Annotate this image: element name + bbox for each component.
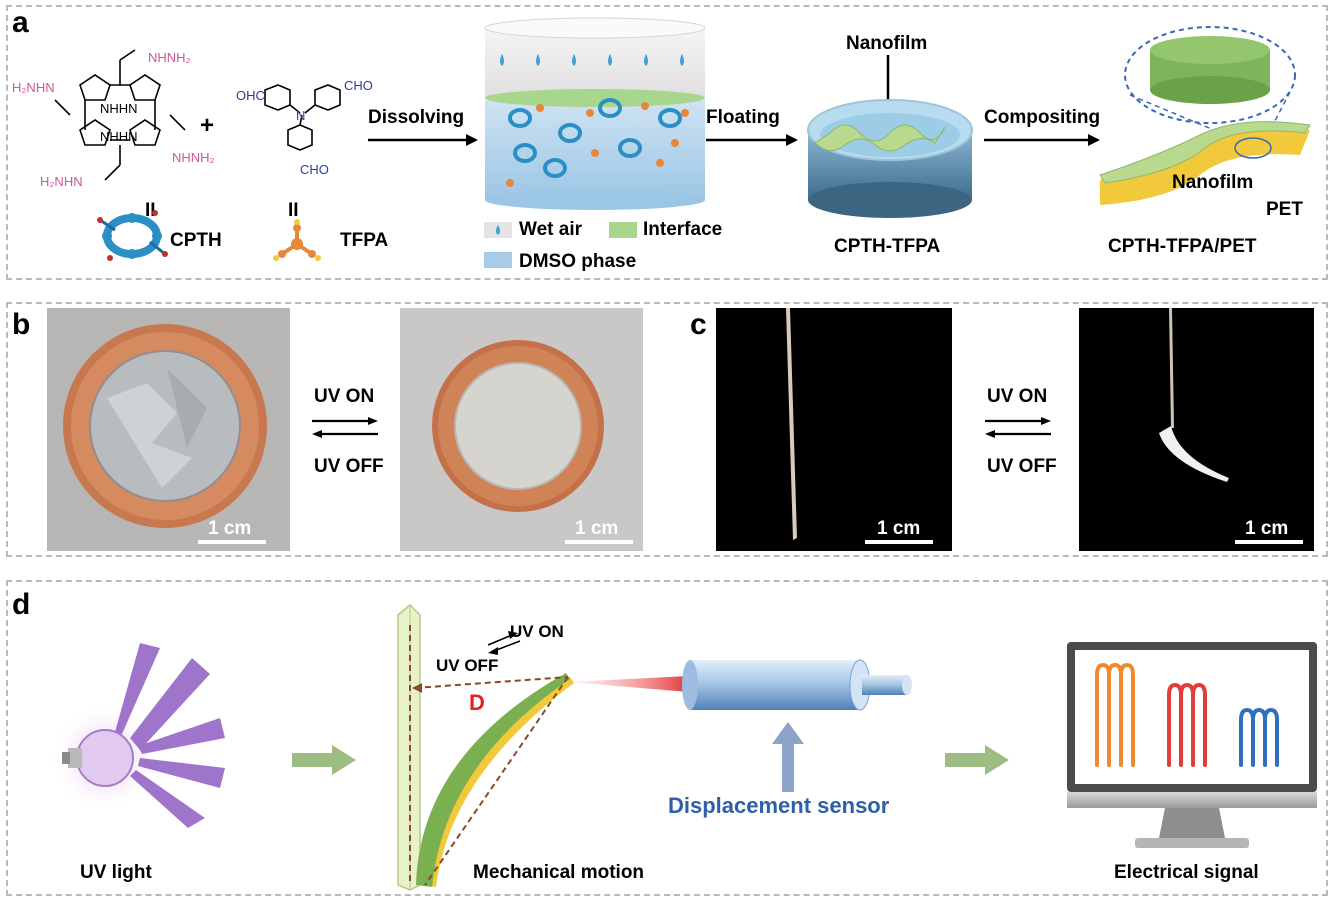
displacement-sensor-icon [570, 659, 912, 711]
electrical-signal-label: Electrical signal [1114, 862, 1259, 883]
scalebar-c-1-label: 1 cm [877, 518, 921, 539]
sensor-up-arrow [772, 722, 804, 792]
monomer-tfpa-label: TFPA [340, 230, 389, 251]
legend-interface-swatch [609, 222, 637, 238]
panel-label-b: b [12, 308, 31, 341]
displacement-sensor-label: Displacement sensor [668, 793, 890, 818]
flow-arrow-2 [945, 745, 1009, 775]
scalebar-b-2 [565, 540, 633, 544]
d-uv-on-label: UV ON [510, 622, 564, 641]
photo-b-uv-off [47, 308, 290, 551]
uv-light-label: UV light [80, 862, 152, 883]
actuator-illustration [397, 603, 574, 891]
composite-illustration [1099, 26, 1311, 205]
scalebar-c-1 [865, 540, 933, 544]
legend-dmso-swatch [484, 252, 512, 268]
chem-nhnh2-1: NHNH₂ [148, 50, 191, 65]
plus-sign: + [200, 112, 215, 139]
product-cpth-tfpa-label: CPTH-TFPA [834, 236, 941, 257]
nanofilm-side-label: Nanofilm [1172, 172, 1254, 193]
arrow-dissolving [368, 134, 478, 146]
tfpa-structure [264, 84, 341, 151]
legend-interface-label: Interface [643, 219, 723, 240]
equiv-mark-2: II [288, 200, 299, 221]
c-reversible-arrows [985, 417, 1051, 438]
mechanical-motion-label: Mechanical motion [473, 862, 645, 883]
product-composite-label: CPTH-TFPA/PET [1108, 236, 1257, 257]
step-dissolving-label: Dissolving [368, 107, 465, 128]
chem-cho-2: CHO [300, 162, 329, 177]
scalebar-c-2 [1235, 540, 1303, 544]
d-uv-off-label: UV OFF [436, 656, 499, 675]
arrow-compositing [984, 134, 1100, 146]
scalebar-c-2-label: 1 cm [1245, 518, 1289, 539]
chem-ohc: OHC [236, 88, 265, 103]
panel-d [6, 580, 1328, 896]
legend-wet-air-swatch [484, 222, 512, 238]
b-reversible-arrows [312, 417, 378, 438]
beaker-illustration [484, 17, 706, 210]
flow-arrow-1 [292, 745, 356, 775]
scalebar-b-2-label: 1 cm [575, 518, 619, 539]
petri-dish [807, 55, 973, 218]
monomer-cpth-label: CPTH [170, 230, 222, 251]
chem-nhhn-1: NHHN [100, 101, 138, 116]
panel-a [6, 5, 1328, 280]
chem-cho-1: CHO [344, 78, 373, 93]
c-uv-off-label: UV OFF [987, 456, 1057, 477]
arrow-floating [706, 134, 798, 146]
chem-nhhn-2: NHHN [100, 129, 138, 144]
panel-label-d: d [12, 588, 31, 621]
uv-bulb-icon [50, 643, 225, 828]
panel-b-c [6, 302, 1328, 557]
step-floating-label: Floating [706, 107, 780, 128]
cpth-structure [54, 49, 186, 181]
step-compositing-label: Compositing [984, 107, 1101, 128]
b-uv-off-label: UV OFF [314, 456, 384, 477]
chem-nhnh2-2: NHNH₂ [172, 150, 215, 165]
legend-dmso-label: DMSO phase [519, 251, 637, 272]
panel-label-c: c [690, 308, 707, 341]
scalebar-b-1 [198, 540, 266, 544]
b-uv-on-label: UV ON [314, 386, 375, 407]
nanofilm-top-label: Nanofilm [846, 33, 928, 54]
scalebar-b-1-label: 1 cm [208, 518, 252, 539]
photo-c-uv-off [716, 308, 952, 551]
photo-b-uv-on [400, 308, 643, 551]
chem-h2nhn-1: H₂NHN [12, 80, 55, 95]
legend-wet-air-label: Wet air [519, 219, 583, 240]
equiv-mark-1: II [145, 200, 156, 221]
cpth-icon [97, 210, 168, 261]
photo-c-uv-on [1079, 308, 1314, 551]
monitor-icon [1067, 642, 1317, 848]
chem-n: N [296, 108, 306, 123]
displacement-d-mark: D [469, 690, 485, 715]
chem-h2nhn-2: H₂NHN [40, 174, 83, 189]
tfpa-icon [273, 219, 321, 261]
c-uv-on-label: UV ON [987, 386, 1048, 407]
panel-label-a: a [12, 6, 29, 39]
pet-label: PET [1266, 199, 1303, 220]
